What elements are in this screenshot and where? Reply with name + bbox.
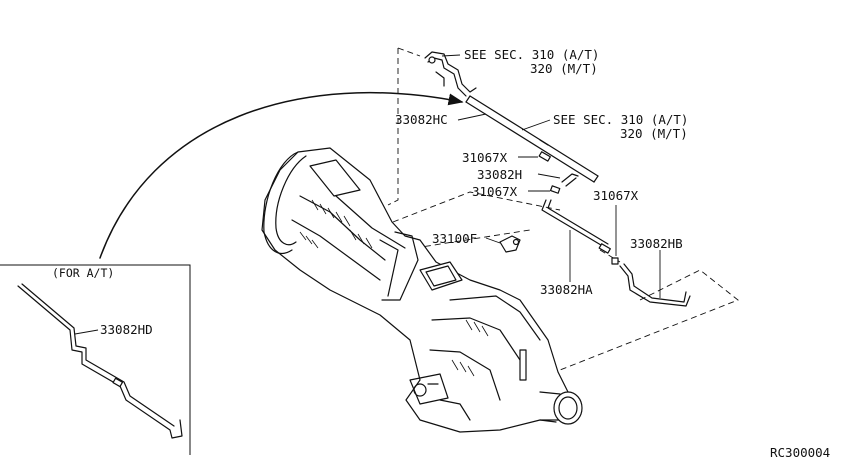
label-33082hb: 33082HB [630, 236, 683, 251]
label-see-sec-mid-1: SEE SEC. 310 (A/T) [553, 112, 688, 127]
transmission-assembly [261, 147, 583, 433]
bushing-31067x-b [549, 185, 561, 194]
bushing-31067x-a [538, 151, 551, 162]
label-31067x-b: 31067X [472, 184, 518, 199]
label-33100f: 33100F [432, 231, 477, 246]
label-33082hd: 33082HD [100, 322, 153, 337]
leader-see-sec-top [441, 54, 461, 57]
label-inset-title: (FOR A/T) [52, 266, 114, 280]
tube-33082hd [17, 283, 183, 439]
label-33082hc: 33082HC [395, 112, 448, 127]
shift-bracket [424, 51, 477, 97]
leader-33082h [537, 173, 561, 179]
tube-33082hb [619, 263, 691, 307]
rod-33082hc [465, 95, 599, 183]
label-see-sec-top-1: SEE SEC. 310 (A/T) [464, 47, 599, 62]
clip-33100f [499, 235, 521, 253]
inset-frame [0, 264, 191, 455]
tube-33082h [561, 173, 579, 187]
label-see-sec-top-2: 320 (M/T) [530, 61, 598, 76]
leader-33082hd [74, 329, 99, 335]
label-33082h: 33082H [477, 167, 522, 182]
dashed-reference-lines [387, 47, 739, 371]
bushing-31067x-c [611, 257, 619, 265]
leader-see-sec-mid [521, 119, 551, 131]
reference-arrow [99, 91, 464, 259]
label-31067x-a: 31067X [462, 150, 508, 165]
label-see-sec-mid-2: 320 (M/T) [620, 126, 688, 141]
leader-33082hc [457, 113, 487, 121]
label-33082ha: 33082HA [540, 282, 593, 297]
transmission-hatching [299, 199, 489, 377]
rod-33082ha [541, 199, 611, 254]
leader-33100f [485, 237, 501, 244]
label-drawing-code: RC300004 [770, 445, 830, 460]
label-31067x-c: 31067X [593, 188, 639, 203]
